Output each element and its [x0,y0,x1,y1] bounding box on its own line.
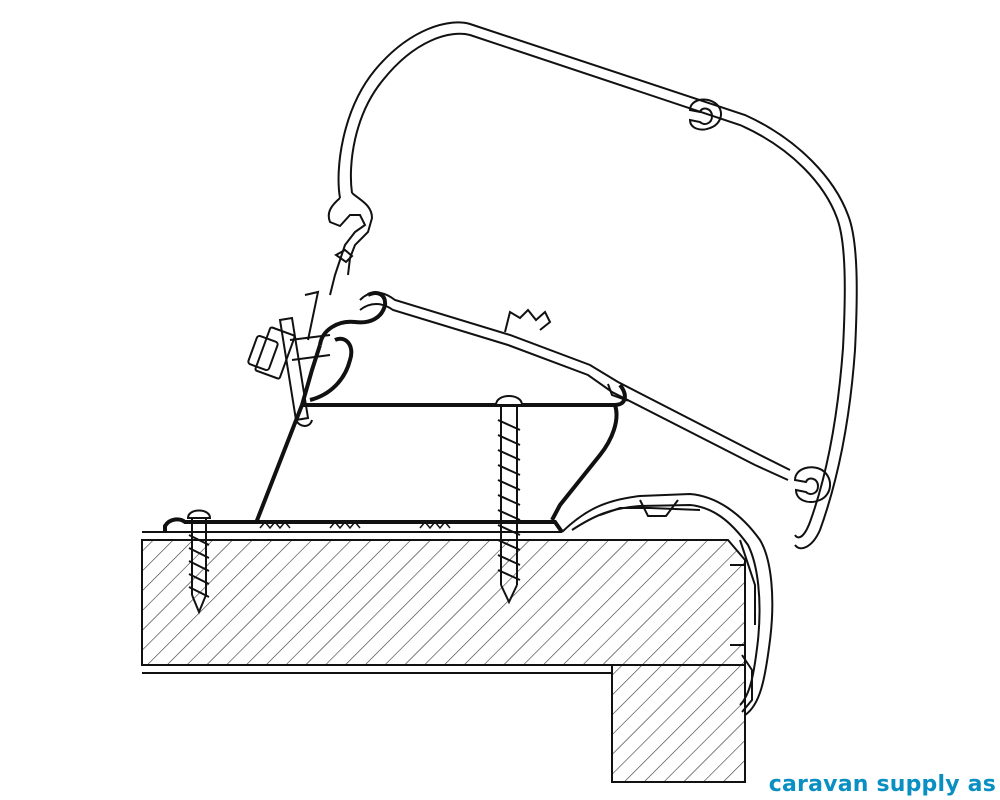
mounting-screw-left [186,509,212,615]
watermark-logo: caravan supply as [769,774,996,796]
clamp-bolt [247,290,331,427]
rail-grip-teeth [259,520,451,530]
roof-rail [561,492,774,716]
watermark-text: caravan supply as [768,772,996,797]
awning-cassette [327,21,858,550]
roof-wall-panel [141,531,746,783]
adapter-bracket [163,291,627,534]
mounting-screw-center [494,395,524,605]
